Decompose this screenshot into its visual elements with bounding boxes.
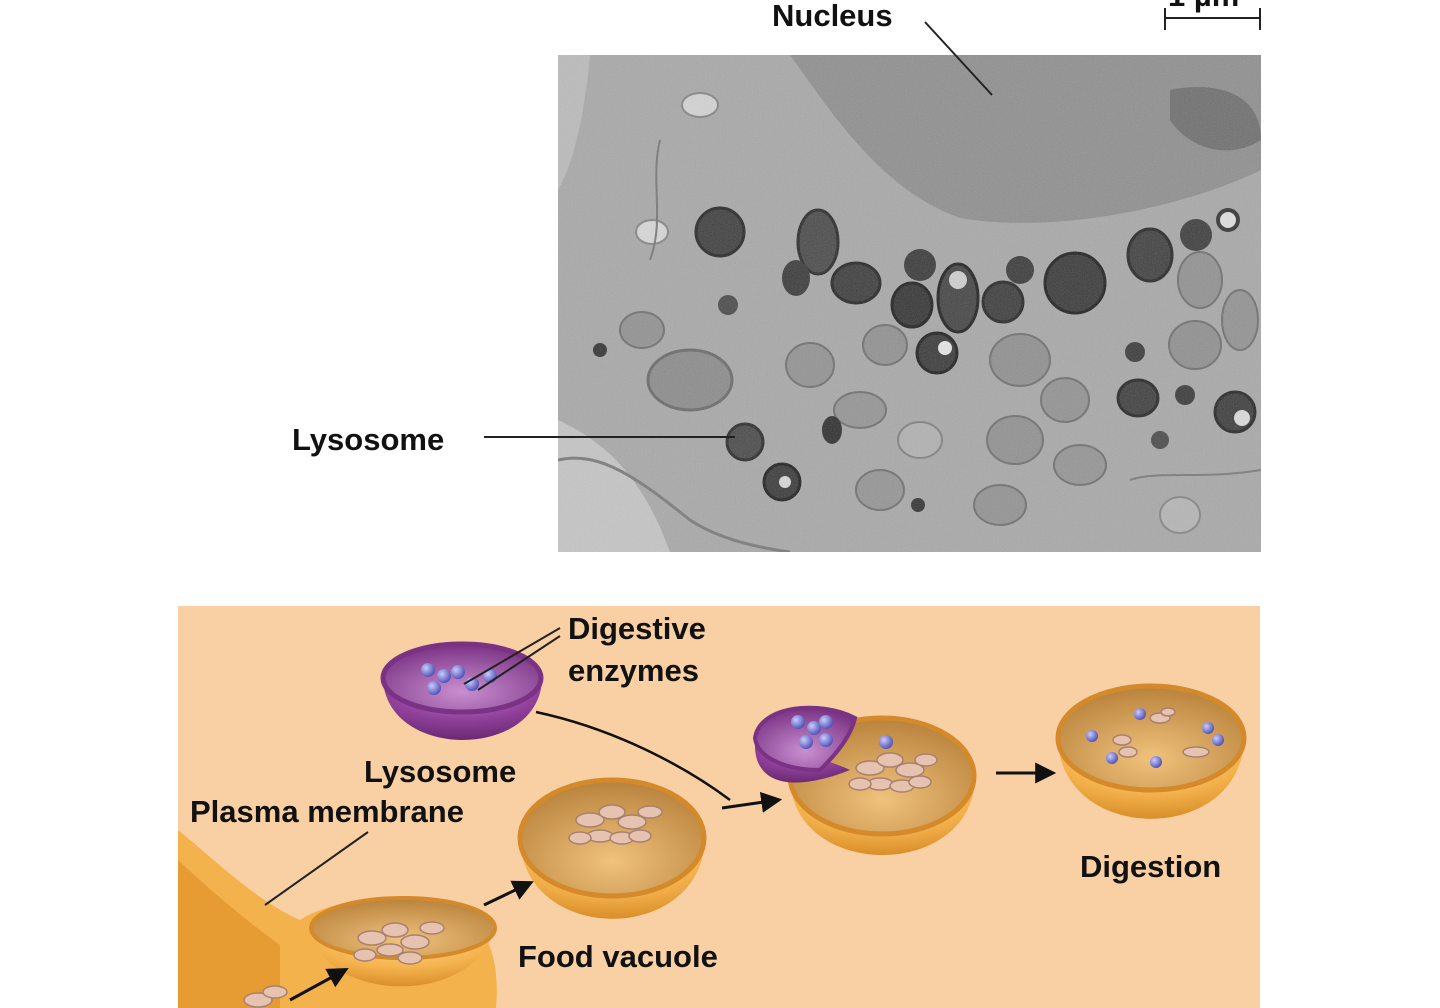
food-vacuole-label: Food vacuole: [518, 939, 718, 974]
enzymes-leader-line-2: [477, 635, 561, 691]
micrograph-lysosome-label: Lysosome: [292, 422, 445, 457]
digestive-enzymes-label-line2: enzymes: [568, 652, 699, 688]
digestion-vesicle: [1055, 683, 1247, 819]
diagram-lysosome-label: Lysosome: [364, 754, 517, 789]
fusing-vesicles: [752, 705, 977, 855]
food-particles-outside: [243, 985, 288, 1008]
digestive-enzymes-label-line1: Digestive: [568, 611, 706, 646]
enzymes-leader-line-1: [463, 627, 561, 685]
arrow-lysosome-path: [535, 710, 731, 802]
nucleus-label: Nucleus: [772, 0, 893, 33]
food-vacuole: [517, 777, 707, 919]
digestion-label: Digestion: [1080, 849, 1222, 884]
engulfing-vesicle: [309, 896, 497, 987]
plasma-membrane-label: Plasma membrane: [190, 794, 464, 829]
arrow-ingest: [289, 967, 349, 1002]
scale-bar-label: 1 µm: [1168, 0, 1239, 11]
scale-bar: [1164, 8, 1261, 30]
arrow-to-food-vacuole: [483, 880, 534, 907]
digestive-enzymes-label: Digestive enzymes: [568, 608, 706, 692]
arrow-to-fusion: [721, 791, 783, 813]
electron-micrograph: [558, 55, 1261, 552]
nucleus-leader-line: [924, 21, 993, 96]
plasma-membrane-leader-line: [264, 831, 369, 906]
